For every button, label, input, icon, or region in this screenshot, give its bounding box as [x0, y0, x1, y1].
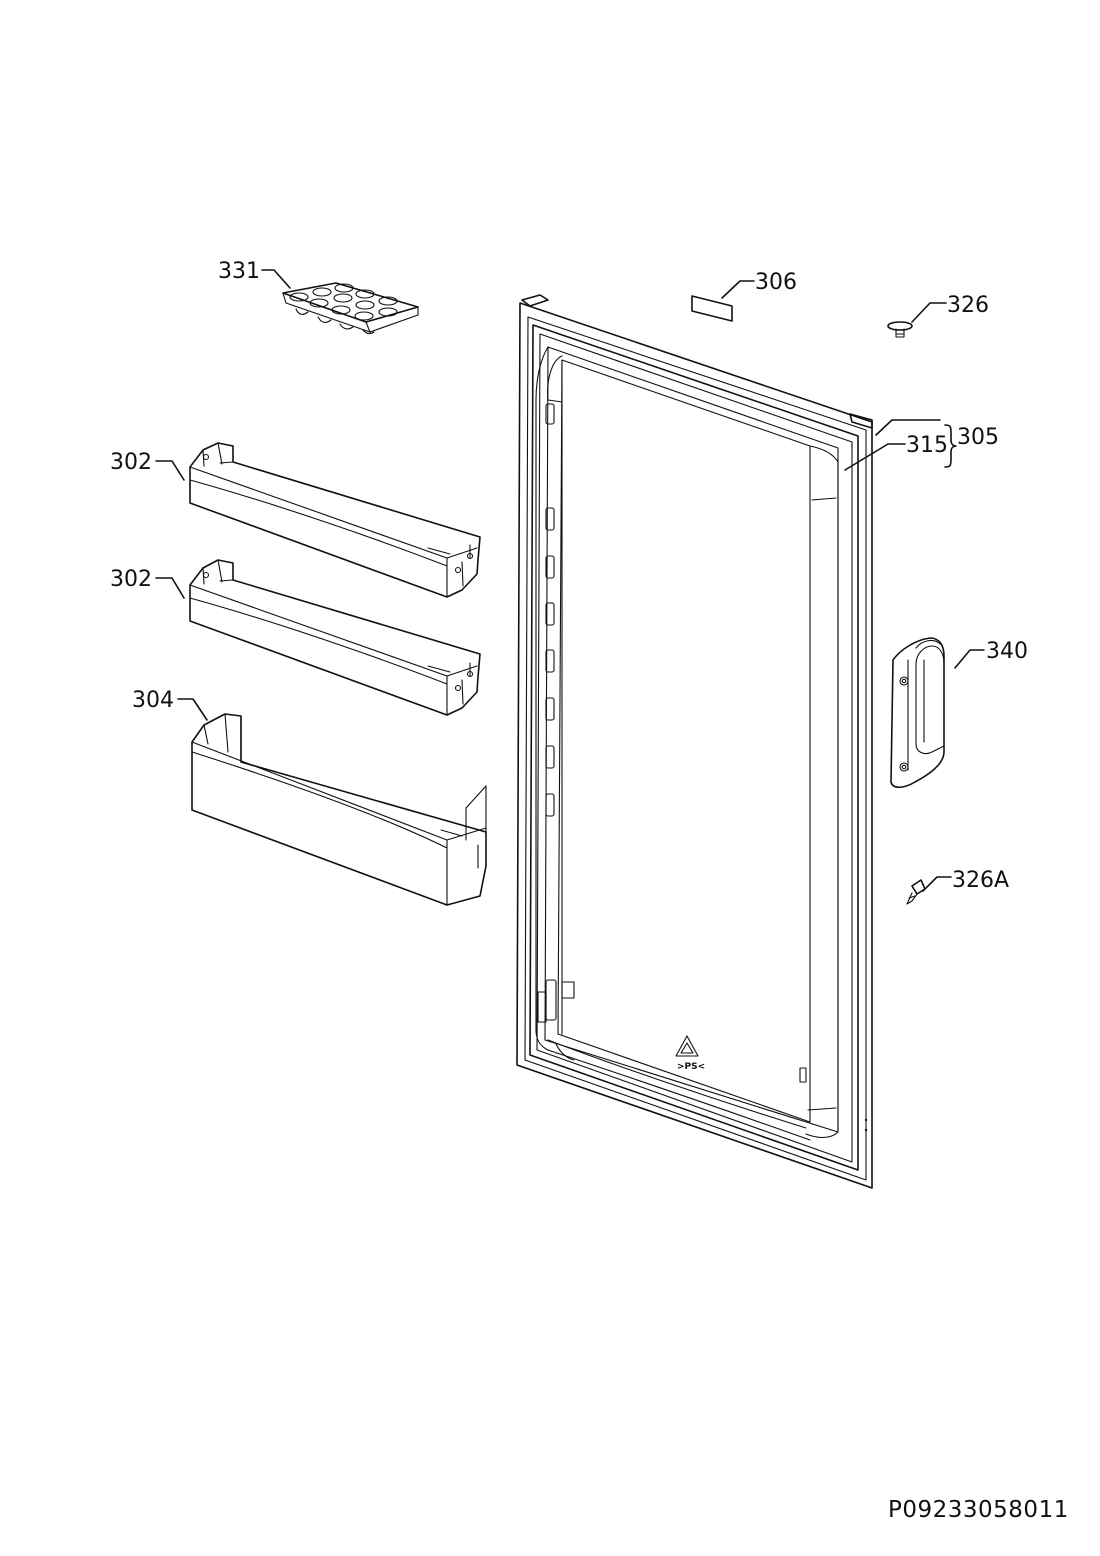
door-handle: [890, 637, 945, 789]
callout-302-lower: 302: [110, 567, 152, 592]
door-gasket: [529, 324, 859, 1171]
door-shelf-lower: [189, 559, 481, 716]
shelf-slots: [545, 403, 555, 817]
document-number: P09233058011: [888, 1497, 1069, 1523]
door-shelf-upper: [189, 442, 481, 598]
egg-tray: [282, 282, 419, 335]
bottle-shelf: [191, 713, 487, 906]
callout-302-upper: 302: [110, 450, 152, 475]
callout-340: 340: [986, 639, 1028, 664]
recycle-icon: >PS<: [675, 1035, 705, 1072]
callout-304: 304: [132, 688, 174, 713]
label-plate: [691, 295, 733, 322]
screw: [906, 879, 926, 905]
callout-326: 326: [947, 293, 989, 318]
door-panel: [516, 294, 873, 1189]
hinge-cap: [887, 321, 913, 338]
callout-306: 306: [755, 270, 797, 295]
leader-lines: [155, 269, 985, 892]
callout-labels: 331 306 326 305 315 302 302 304 340 326A: [110, 259, 1028, 893]
callout-331: 331: [218, 259, 260, 284]
recycle-mark-label: >PS<: [677, 1062, 705, 1072]
callout-315: 315: [906, 433, 948, 458]
callout-326a: 326A: [952, 868, 1009, 893]
callout-305: 305: [957, 425, 999, 450]
